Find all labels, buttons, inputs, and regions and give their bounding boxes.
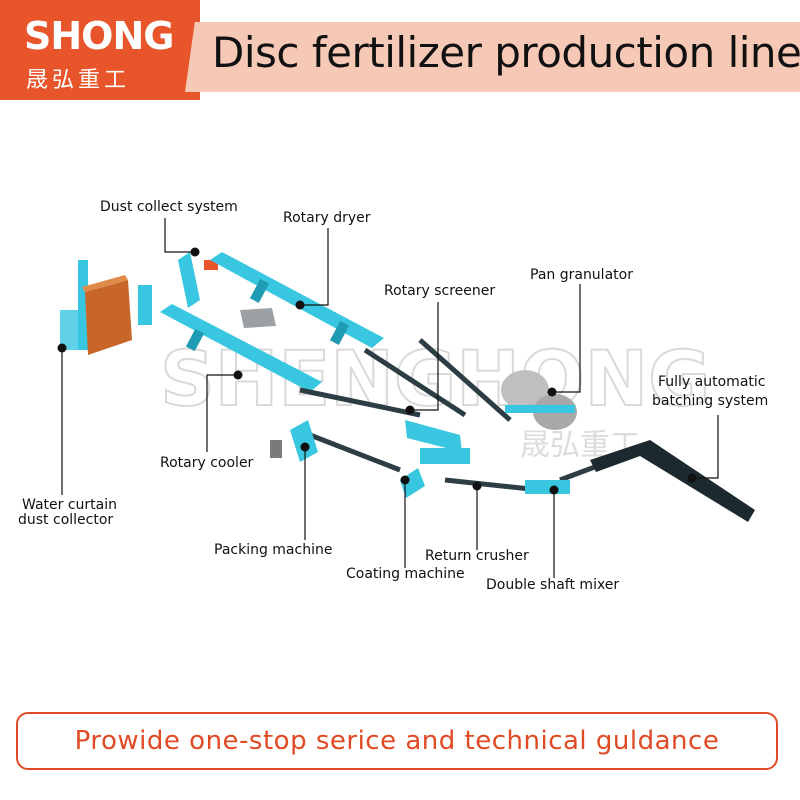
footer-banner: Prowide one-stop serice and technical gu…: [16, 712, 778, 770]
label-packing-machine: Packing machine: [214, 542, 333, 558]
rotary-screener-machine: [405, 420, 462, 452]
batching-system-machine: [590, 440, 755, 522]
label-coating-machine: Coating machine: [346, 566, 465, 582]
label-return-crusher: Return crusher: [425, 548, 529, 564]
water-curtain-dust-collector-machine: [60, 260, 132, 355]
label-batching-system: batching system: [652, 393, 769, 409]
leader-dots: [57, 247, 697, 495]
page-title: Disc fertilizer production line: [212, 28, 800, 77]
label-rotary-screener: Rotary screener: [384, 283, 496, 299]
label-double-shaft-mixer: Double shaft mixer: [486, 577, 620, 593]
leader-lines: [61, 218, 719, 578]
production-line-diagram: SHENGHONG 晟弘重工: [0, 190, 800, 605]
header: SHONG 晟弘重工 Disc fertilizer production li…: [0, 0, 800, 100]
packing-machine-equipment: [270, 420, 318, 462]
logo-text: SHONG: [24, 14, 174, 58]
return-crusher-machine: [420, 448, 470, 464]
rotary-cooler-machine: [160, 304, 322, 392]
label-dust-collect-system: Dust collect system: [100, 199, 238, 215]
double-shaft-mixer-machine: [525, 480, 570, 494]
label-water-curtain: Water curtain: [22, 497, 117, 513]
logo-subtext: 晟弘重工: [26, 68, 131, 93]
label-dust-collector: dust collector: [18, 512, 114, 528]
label-pan-granulator: Pan granulator: [530, 267, 633, 283]
label-fully-automatic: Fully automatic: [658, 374, 766, 390]
footer-text: Prowide one-stop serice and technical gu…: [74, 726, 720, 756]
label-rotary-dryer: Rotary dryer: [283, 210, 371, 226]
pan-granulator-machine: [501, 370, 577, 430]
coating-machine-equipment: [400, 468, 425, 498]
label-rotary-cooler: Rotary cooler: [160, 455, 254, 471]
diagram-illustration: SHENGHONG 晟弘重工: [57, 218, 755, 578]
logo: SHONG 晟弘重工: [0, 0, 200, 100]
rotary-dryer-machine: [210, 252, 384, 348]
dust-collect-system-machine: [138, 252, 218, 325]
